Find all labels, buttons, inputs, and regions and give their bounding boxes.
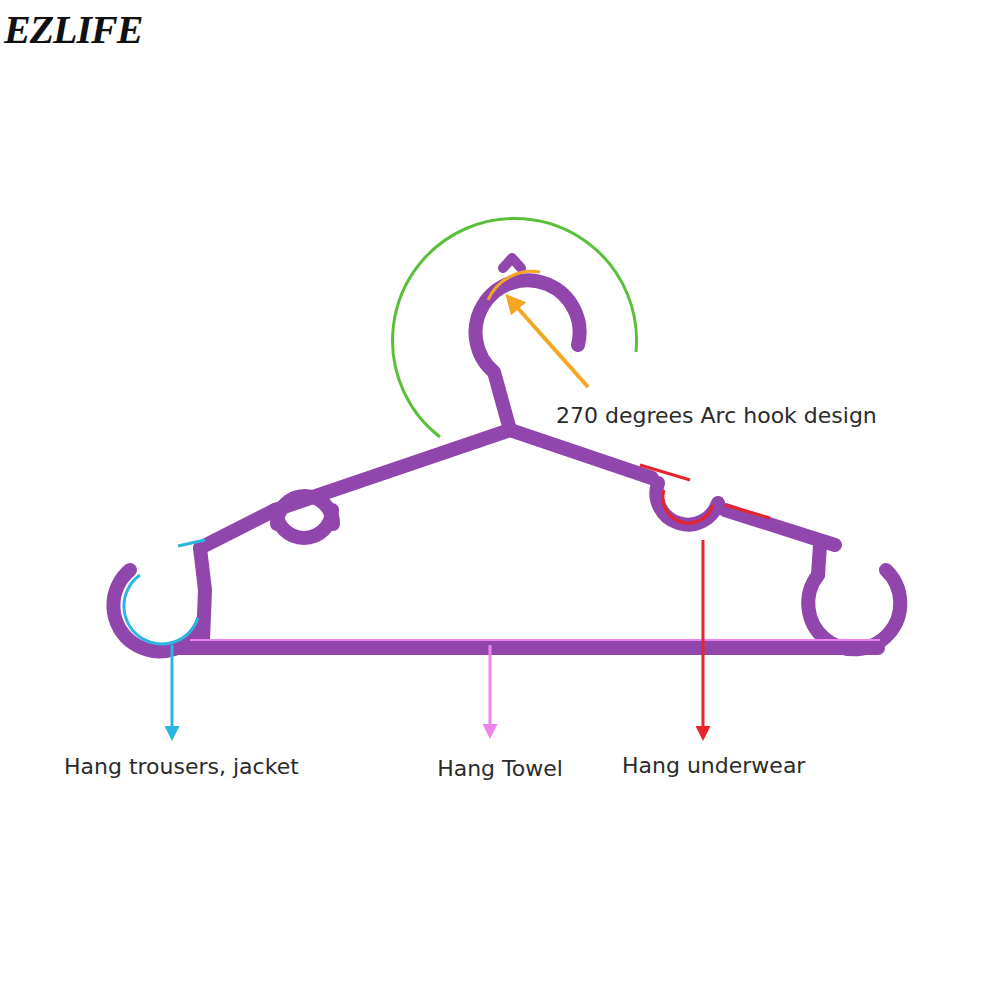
- feature-label: 270 degrees Arc hook design: [556, 403, 877, 429]
- usage-label: Hang underwear: [622, 753, 805, 779]
- end-hook-highlight: [178, 540, 205, 546]
- leader-arrow: [508, 297, 588, 387]
- end-hook-highlight: [124, 575, 198, 644]
- hanger: [113, 258, 900, 651]
- usage-label: Hang Towel: [437, 756, 563, 782]
- small-hook-highlight: [663, 490, 713, 523]
- leader-arrow: [702, 540, 705, 738]
- brand-logo: EZLIFE: [4, 6, 142, 54]
- leader-arrow: [489, 645, 492, 736]
- leader-arrow: [171, 645, 174, 738]
- bar-highlight: [190, 639, 880, 641]
- hook-highlight: [488, 271, 540, 300]
- small-hook-highlight: [640, 465, 770, 518]
- usage-label: Hang trousers, jacket: [64, 754, 299, 780]
